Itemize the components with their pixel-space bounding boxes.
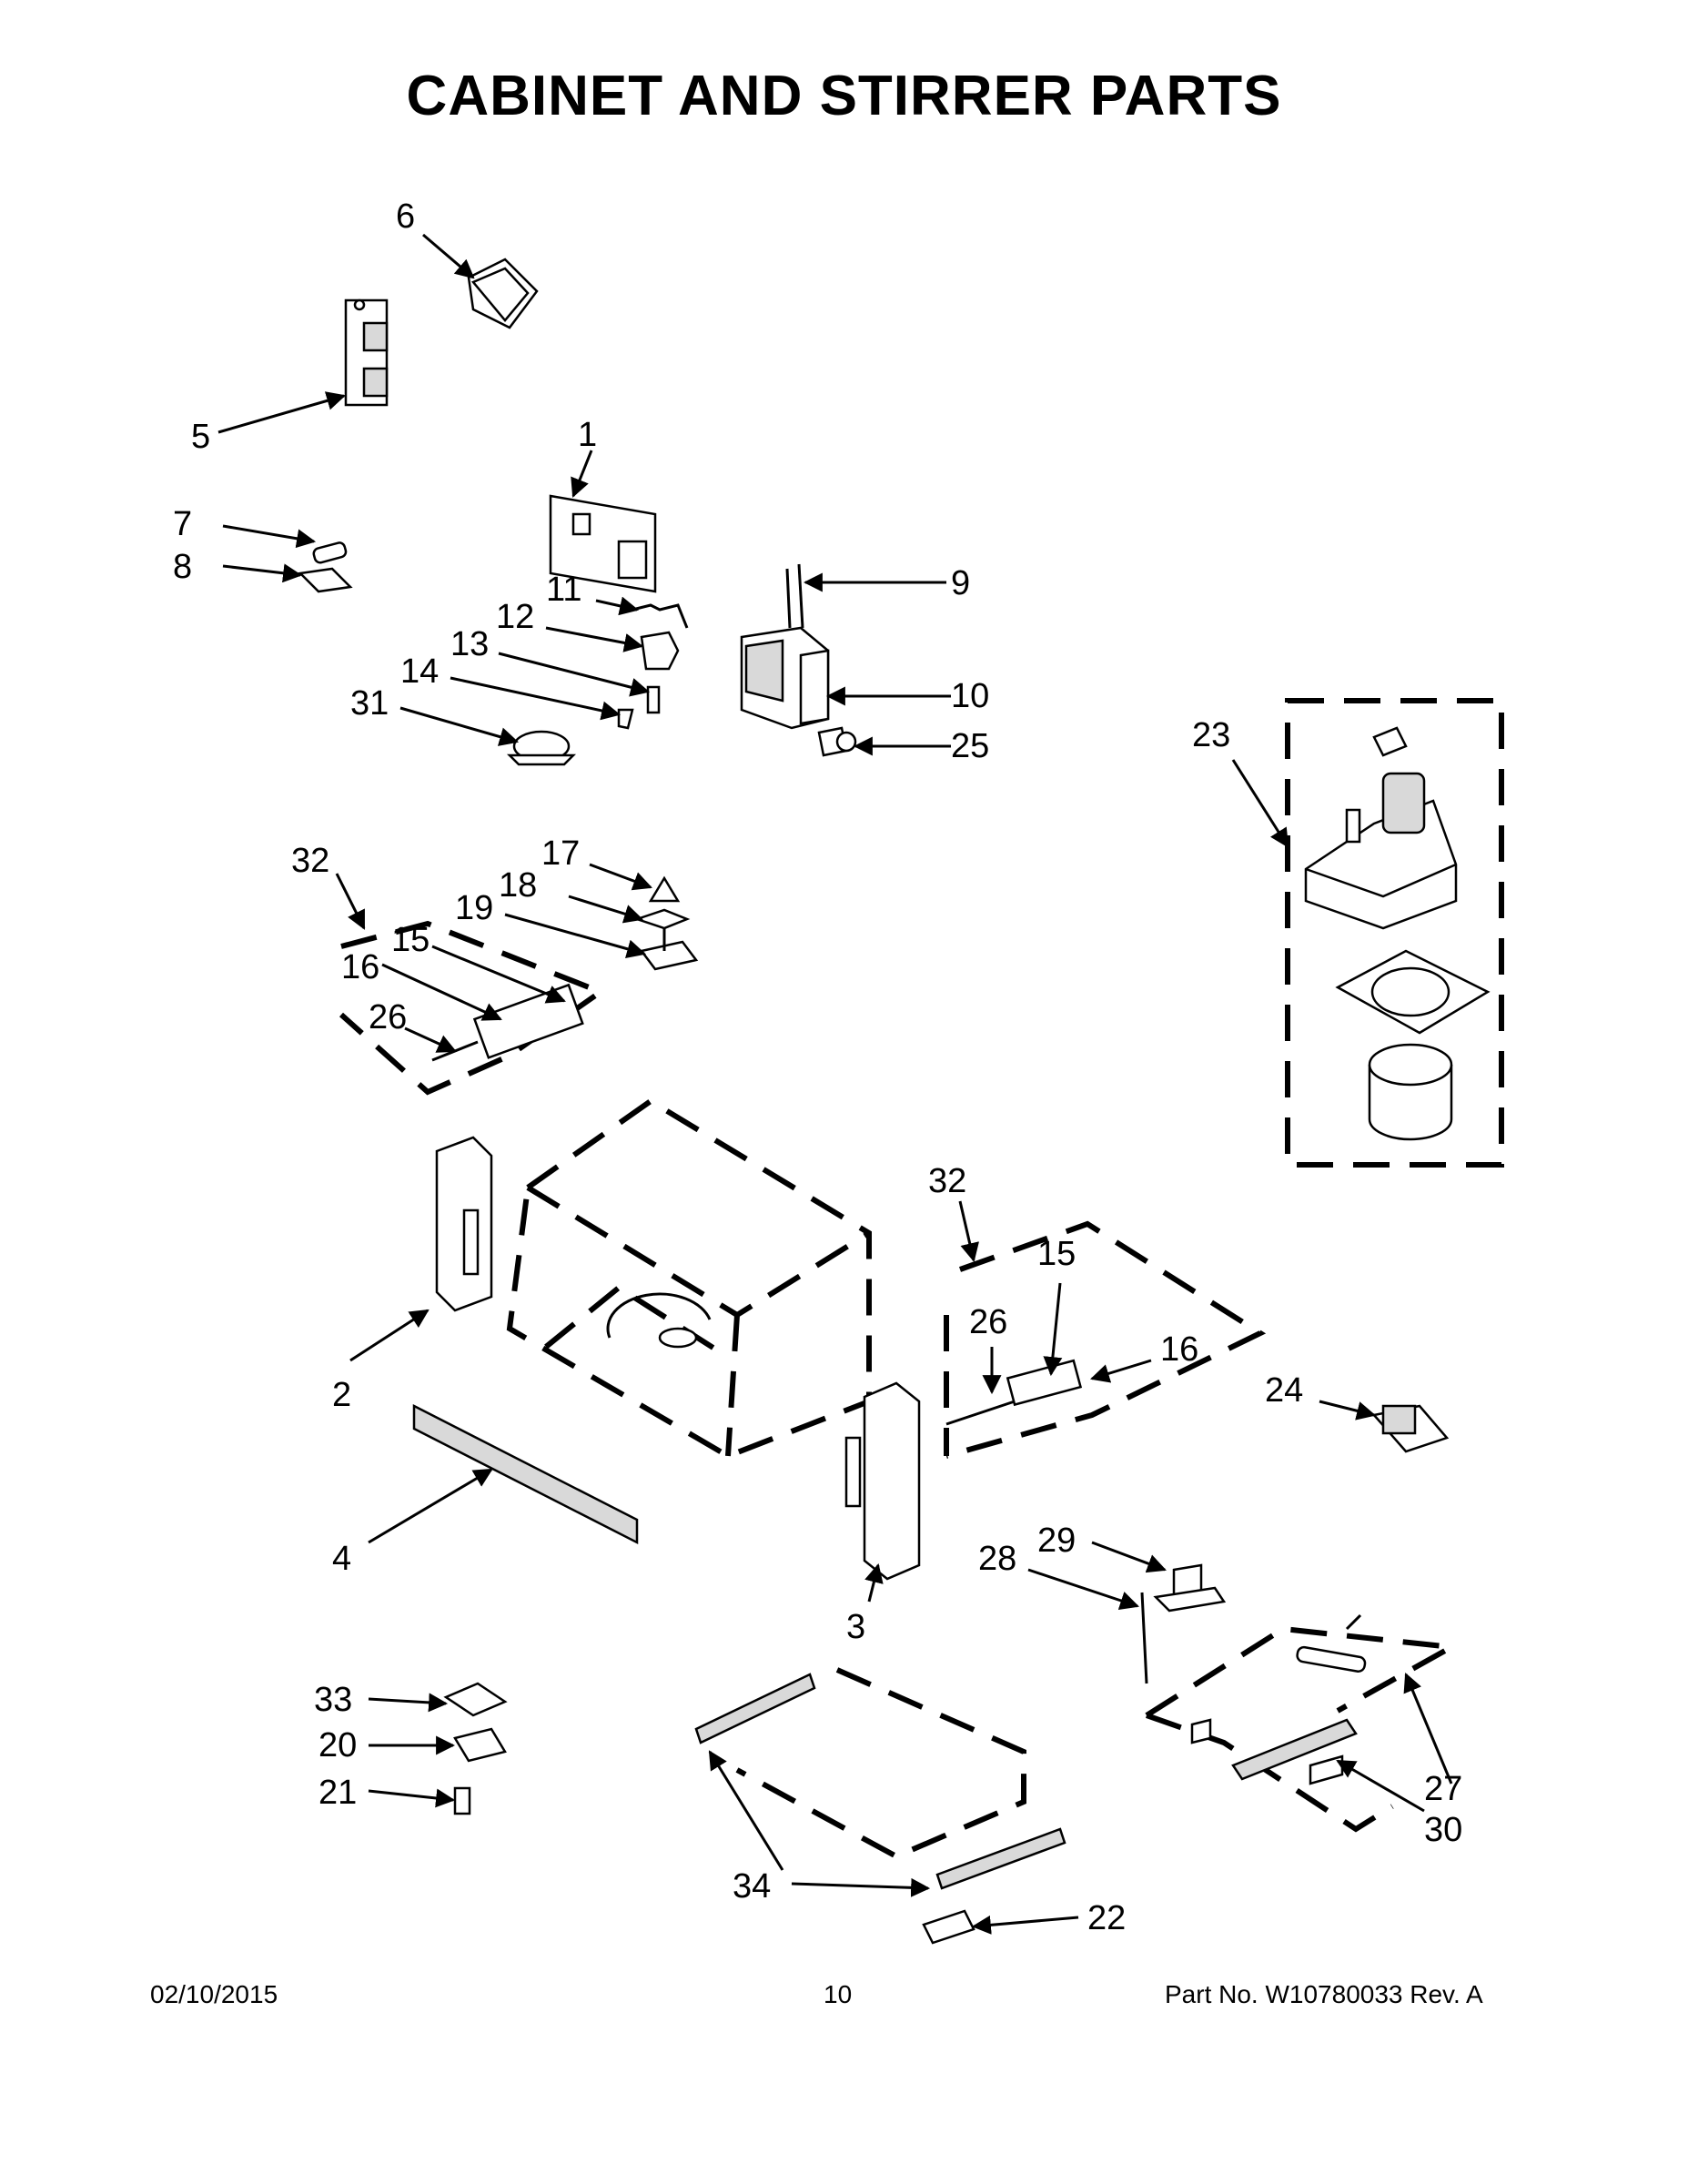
page-title: CABINET AND STIRRER PARTS (406, 65, 1282, 127)
callout-14: 14 (400, 652, 439, 691)
callout-2: 2 (332, 1376, 351, 1414)
callout-26-upper: 26 (369, 998, 407, 1036)
callout-26-right: 26 (969, 1303, 1007, 1341)
part-34-drawing (694, 1667, 1066, 1890)
part-30-drawing (1190, 1718, 1358, 1781)
part-25-drawing (817, 726, 857, 757)
callout-16-upper: 16 (341, 948, 379, 986)
part-12-drawing (640, 631, 680, 671)
part-11-drawing (632, 603, 689, 629)
callout-21: 21 (318, 1774, 357, 1812)
part-2-drawing (435, 1136, 493, 1312)
callout-8: 8 (173, 548, 192, 586)
callout-10: 10 (951, 677, 989, 715)
callout-11: 11 (546, 571, 581, 609)
callout-24: 24 (1265, 1371, 1303, 1410)
callout-5: 5 (191, 418, 210, 456)
part-31-drawing (506, 730, 577, 766)
callout-32-upper: 32 (291, 842, 329, 880)
part-22-drawing (922, 1909, 975, 1945)
callout-1: 1 (578, 416, 597, 454)
callout-29: 29 (1037, 1522, 1076, 1560)
callout-33: 33 (314, 1681, 352, 1719)
callout-17: 17 (541, 834, 580, 873)
cabinet-drawing (506, 1097, 872, 1460)
callout-22: 22 (1087, 1899, 1126, 1937)
part-27-drawing (1145, 1613, 1461, 1833)
callout-34: 34 (733, 1867, 771, 1906)
callout-27: 27 (1424, 1770, 1462, 1808)
part-24-drawing (1371, 1404, 1450, 1453)
callout-18: 18 (499, 866, 537, 905)
part-10-drawing (740, 626, 830, 730)
callout-30: 30 (1424, 1811, 1462, 1849)
callout-28: 28 (978, 1540, 1016, 1578)
callout-4: 4 (332, 1540, 351, 1578)
callout-6: 6 (396, 197, 415, 236)
part-18-drawing (633, 908, 691, 930)
part-9-drawing (785, 563, 804, 629)
leader-lines (217, 233, 1453, 1935)
part-33-drawing (443, 1682, 508, 1717)
callout-20: 20 (318, 1726, 357, 1764)
part-32-right-drawing (944, 1220, 1267, 1459)
callout-15-upper: 15 (391, 921, 430, 959)
callout-31: 31 (350, 684, 389, 723)
callout-23: 23 (1192, 716, 1230, 754)
callout-25: 25 (951, 727, 989, 765)
part-23-drawing (1285, 698, 1504, 1168)
part-4-drawing (412, 1403, 639, 1545)
callout-7: 7 (173, 505, 192, 543)
part-29-drawing (1153, 1563, 1227, 1613)
callout-32-right: 32 (928, 1162, 966, 1200)
callout-9: 9 (951, 564, 970, 602)
callout-3: 3 (846, 1608, 865, 1646)
part-20-drawing (453, 1727, 507, 1763)
callout-labels: 6 5 1 7 8 9 10 25 11 12 13 14 31 23 17 1… (173, 197, 1462, 1937)
part-19-drawing (639, 928, 699, 971)
part-1-drawing (549, 494, 657, 593)
footer-part-number: Part No. W10780033 Rev. A (1165, 1980, 1483, 2008)
part-7-drawing (312, 541, 348, 564)
part-14-drawing (617, 708, 634, 730)
part-8-drawing (298, 567, 353, 593)
footer-page-number: 10 (824, 1980, 853, 2008)
callout-15-right: 15 (1037, 1235, 1076, 1273)
callout-16-right: 16 (1160, 1330, 1198, 1369)
part-17-drawing (648, 875, 681, 903)
part-28-drawing (1140, 1592, 1148, 1684)
callout-19: 19 (455, 889, 493, 927)
footer-date: 02/10/2015 (150, 1980, 278, 2008)
part-13-drawing (646, 685, 661, 714)
part-3-drawing (844, 1381, 921, 1581)
callout-13: 13 (450, 625, 489, 663)
part-5-drawing (344, 298, 389, 407)
part-6-drawing (467, 258, 539, 329)
callout-12: 12 (496, 598, 534, 636)
part-21-drawing (453, 1786, 471, 1815)
